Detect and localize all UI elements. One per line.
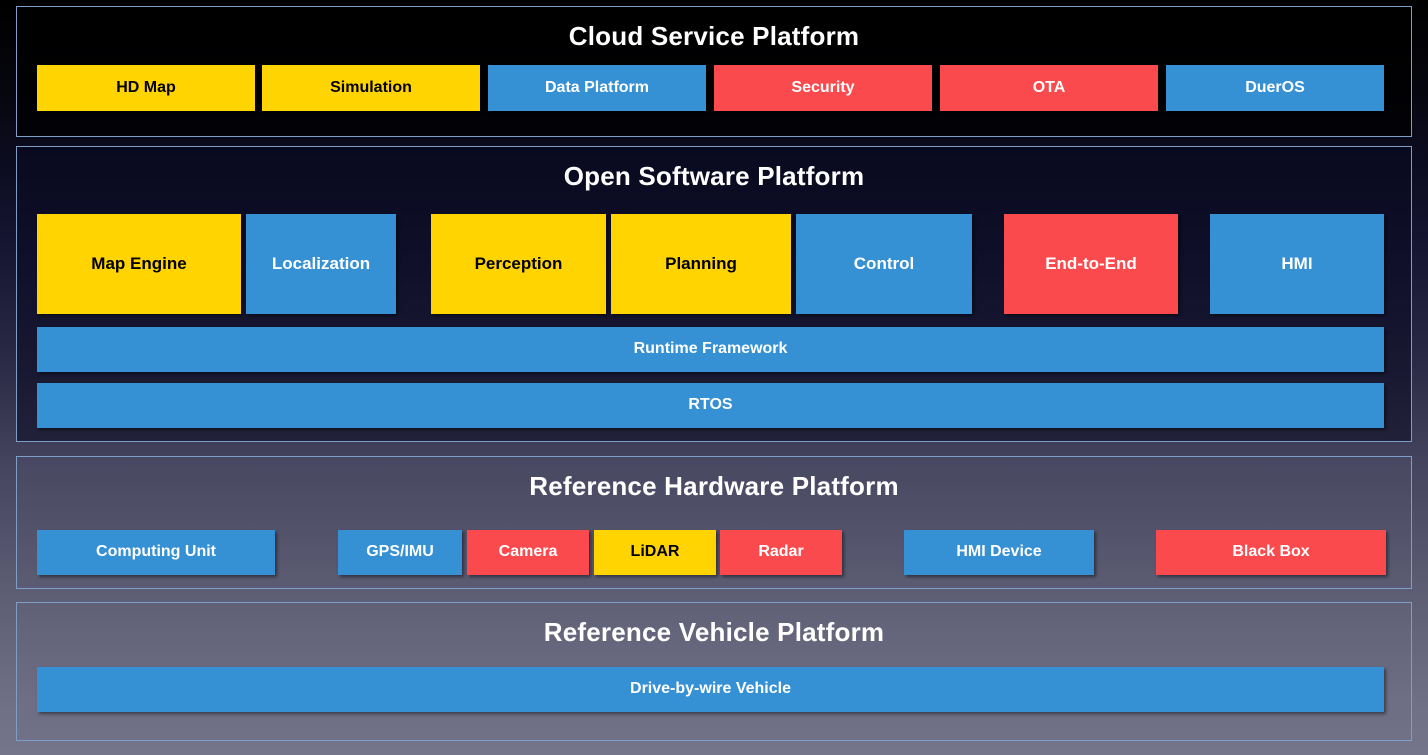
box-runtime-framework[interactable]: Runtime Framework — [37, 327, 1384, 372]
layer-title-software: Open Software Platform — [563, 161, 865, 191]
box-label: OTA — [1032, 78, 1066, 96]
box-label: Simulation — [330, 78, 412, 96]
box-label: Planning — [665, 254, 737, 274]
box-security[interactable]: Security — [714, 65, 932, 111]
box-label: Data Platform — [544, 78, 650, 96]
box-label: RTOS — [688, 396, 733, 414]
box-label: HD Map — [116, 78, 176, 96]
box-lidar[interactable]: LiDAR — [594, 530, 716, 575]
box-label: Black Box — [1232, 543, 1310, 561]
box-label: HMI Device — [956, 543, 1042, 561]
layer-title-hardware: Reference Hardware Platform — [529, 471, 899, 501]
box-radar[interactable]: Radar — [720, 530, 842, 575]
box-label: Security — [791, 78, 855, 96]
layer-open-software-platform: Open Software Platform Map Engine Locali… — [16, 146, 1412, 442]
box-label: HMI — [1281, 254, 1313, 274]
box-black-box[interactable]: Black Box — [1156, 530, 1386, 575]
box-label: LiDAR — [630, 543, 680, 561]
layer-cloud-service-platform: Cloud Service Platform HD Map Simulation… — [16, 6, 1412, 137]
box-computing-unit[interactable]: Computing Unit — [37, 530, 275, 575]
box-end-to-end[interactable]: End-to-End — [1004, 214, 1178, 314]
box-label: Computing Unit — [96, 543, 216, 561]
layer-title-vehicle: Reference Vehicle Platform — [543, 617, 885, 647]
box-control[interactable]: Control — [796, 214, 972, 314]
layer-reference-vehicle-platform: Reference Vehicle Platform Drive-by-wire… — [16, 602, 1412, 741]
box-ota[interactable]: OTA — [940, 65, 1158, 111]
box-data-platform[interactable]: Data Platform — [488, 65, 706, 111]
box-label: Drive-by-wire Vehicle — [630, 680, 791, 698]
box-label: Camera — [498, 543, 558, 561]
box-label: Runtime Framework — [633, 340, 788, 358]
box-label: End-to-End — [1045, 254, 1137, 274]
box-drive-by-wire-vehicle[interactable]: Drive-by-wire Vehicle — [37, 667, 1384, 712]
layer-reference-hardware-platform: Reference Hardware Platform Computing Un… — [16, 456, 1412, 589]
box-label: Radar — [758, 543, 804, 561]
box-hmi[interactable]: HMI — [1210, 214, 1384, 314]
box-map-engine[interactable]: Map Engine — [37, 214, 241, 314]
box-label: Map Engine — [91, 254, 187, 274]
box-label: Control — [853, 254, 915, 274]
box-label: GPS/IMU — [366, 543, 434, 561]
box-rtos[interactable]: RTOS — [37, 383, 1384, 428]
layer-title-cloud: Cloud Service Platform — [568, 21, 860, 51]
box-perception[interactable]: Perception — [431, 214, 606, 314]
box-label: DuerOS — [1245, 78, 1305, 96]
box-label: Localization — [271, 254, 371, 274]
box-label: Perception — [474, 254, 563, 274]
box-simulation[interactable]: Simulation — [262, 65, 480, 111]
box-camera[interactable]: Camera — [467, 530, 589, 575]
box-hmi-device[interactable]: HMI Device — [904, 530, 1094, 575]
box-hd-map[interactable]: HD Map — [37, 65, 255, 111]
box-gps-imu[interactable]: GPS/IMU — [338, 530, 462, 575]
box-planning[interactable]: Planning — [611, 214, 791, 314]
box-localization[interactable]: Localization — [246, 214, 396, 314]
box-dueros[interactable]: DuerOS — [1166, 65, 1384, 111]
